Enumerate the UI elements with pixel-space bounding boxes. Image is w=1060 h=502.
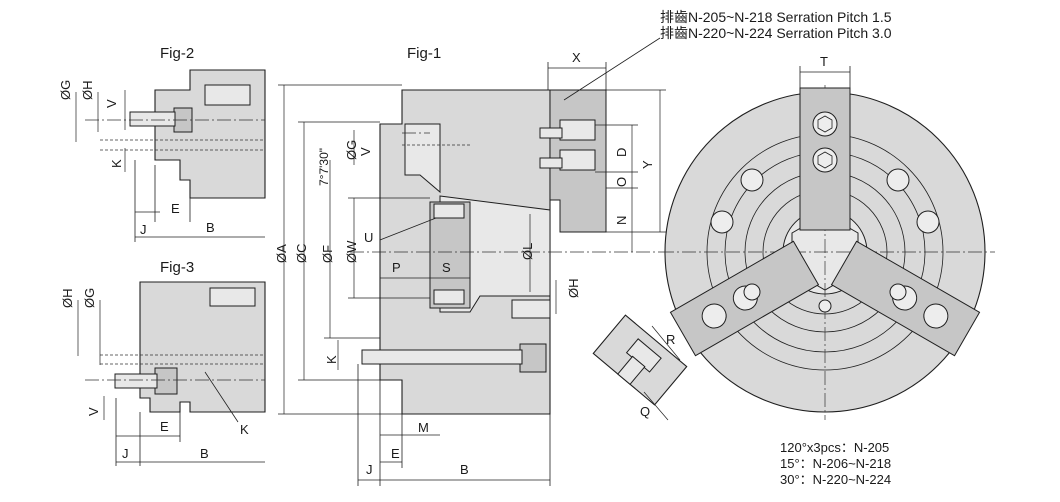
- fig1-label-b: B: [460, 462, 469, 477]
- fig2-title: Fig-2: [160, 45, 194, 62]
- fig1-jaw-bolt-shank-2: [539, 157, 563, 169]
- fig2-label-h: ØH: [80, 81, 95, 101]
- fig2-jaw: [204, 84, 251, 106]
- serration-note-1: 排齒N-205~N-218 Serration Pitch 1.5: [660, 9, 892, 25]
- dim-q: [643, 391, 669, 421]
- fig1-bottom-bolt-head: [519, 343, 547, 373]
- serration-leader: [563, 37, 661, 101]
- label-x: X: [572, 50, 581, 65]
- mount-bolt-3: [710, 210, 734, 234]
- fig3-leader-k: [204, 371, 239, 423]
- fig2-view: Fig-2 ØG ØH V K E J B: [58, 45, 266, 242]
- fig2-label-e: E: [171, 201, 180, 216]
- front-view: T: [660, 54, 995, 420]
- fig2-bolt-shank: [129, 111, 176, 127]
- fig3-bolt-head: [154, 367, 178, 395]
- fig1-label-v: V: [358, 147, 373, 156]
- fig3-view: Fig-3 ØH ØG V E K J B: [60, 259, 266, 466]
- fig2-label-k: K: [109, 159, 124, 168]
- fig1-plunger: [429, 201, 471, 309]
- fig1-label-l: ØL: [520, 243, 535, 260]
- fig1-label-e: E: [391, 446, 400, 461]
- fig1-upper-recess: [404, 123, 441, 194]
- fig1-title: Fig-1: [407, 45, 441, 62]
- slot-stem: [617, 355, 646, 385]
- fig2-label-v: V: [104, 99, 119, 108]
- fig1-jaw-bolt-1: [559, 119, 596, 141]
- fig3-label-b: B: [200, 446, 209, 461]
- left-jaw-bolt-1: [701, 303, 727, 329]
- legend-line-1: 120°x3pcs：N-205: [780, 440, 889, 455]
- dim-r: [651, 325, 681, 361]
- label-n: N: [614, 216, 629, 225]
- fig3-title: Fig-3: [160, 259, 194, 276]
- fig1-plunger-bottom: [433, 289, 465, 305]
- fig3-label-v: V: [86, 407, 101, 416]
- center-pin: [818, 299, 832, 313]
- fig3-label-h: ØH: [60, 289, 75, 309]
- fig3-label-e: E: [160, 419, 169, 434]
- label-d: D: [614, 148, 629, 157]
- fig1-label-g: ØG: [344, 140, 359, 160]
- fig1-label-k: K: [324, 355, 339, 364]
- fig1-side-bolt: [511, 299, 551, 319]
- top-jaw-bolt-1: [812, 111, 838, 137]
- fig1-jaw-bolt-shank-1: [539, 127, 563, 139]
- mount-bolt-5: [743, 283, 761, 301]
- fig3-label-k: K: [240, 422, 249, 437]
- fig1-bottom-bolt-shank: [361, 349, 523, 365]
- fig1-label-c: ØC: [294, 244, 309, 264]
- mount-bolt-4: [916, 210, 940, 234]
- fig1-view: Fig-1: [274, 45, 660, 486]
- fig1-label-angle: 7°7'30": [317, 148, 331, 186]
- fig1-label-p: P: [392, 260, 401, 275]
- fig1-jaw-bolt-2: [559, 149, 596, 171]
- fig1-label-h: ØH: [566, 279, 581, 299]
- fig1-label-j: J: [366, 462, 373, 477]
- fig1-label-u: U: [364, 230, 373, 245]
- fig1-plunger-top: [433, 203, 465, 219]
- mount-bolt-1: [740, 168, 764, 192]
- slot-detail: [592, 314, 688, 406]
- fig2-label-b: B: [206, 220, 215, 235]
- fig3-bolt-shank: [114, 373, 158, 389]
- fig3-label-j: J: [122, 446, 129, 461]
- legend-line-2: 15°：N-206~N-218: [780, 456, 891, 471]
- fig2-label-g: ØG: [58, 80, 73, 100]
- fig1-label-m: M: [418, 420, 429, 435]
- fig3-label-g: ØG: [82, 288, 97, 308]
- fig1-leader-u: [379, 217, 437, 241]
- mount-bolt-6: [889, 283, 907, 301]
- jaw-dimensions: X D Y O N: [547, 37, 666, 252]
- legend-line-3: 30°：N-220~N-224: [780, 472, 891, 487]
- right-jaw-bolt-1: [923, 303, 949, 329]
- top-jaw-bolt-2-socket: [817, 151, 833, 169]
- label-y: Y: [640, 160, 655, 169]
- fig1-label-s: S: [442, 260, 451, 275]
- top-jaw-bolt-1-socket: [817, 115, 833, 133]
- label-r: R: [666, 332, 675, 347]
- mount-bolt-2: [886, 168, 910, 192]
- fig3-jaw: [209, 287, 256, 307]
- label-q: Q: [640, 404, 650, 419]
- fig2-label-j: J: [140, 222, 147, 237]
- fig1-label-a: ØA: [274, 244, 289, 263]
- serration-note-2: 排齒N-220~N-224 Serration Pitch 3.0: [660, 25, 892, 41]
- label-o: O: [614, 177, 629, 187]
- fig1-label-f: ØF: [320, 245, 335, 263]
- label-t: T: [820, 54, 828, 69]
- top-jaw-bolt-2: [812, 147, 838, 173]
- fig1-label-w: ØW: [344, 240, 359, 263]
